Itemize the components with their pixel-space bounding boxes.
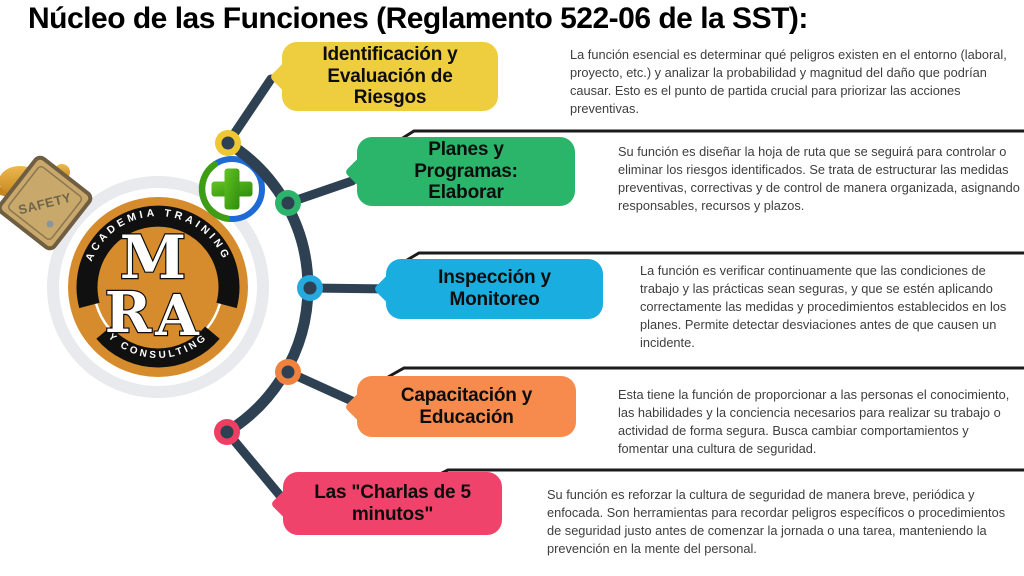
function-label-3: Inspección y Monitoreo [438, 267, 551, 310]
sign-nail [46, 220, 54, 228]
safety-badge: SAFETY [0, 155, 93, 251]
function-description-4: Esta tiene la función de proporcionar a … [618, 387, 1010, 456]
function-label-1: Identificación y Evaluación de Riesgos [322, 44, 458, 109]
plus-vertical-bar [224, 168, 240, 210]
function-label-5: Las "Charlas de 5 minutos" [314, 481, 471, 525]
safety-sign-inner-frame [7, 165, 83, 241]
node-core-1 [221, 136, 235, 150]
medical-plus-icon [198, 156, 265, 222]
timeline-node-4 [275, 359, 301, 385]
logo-letter-m: M [120, 223, 186, 293]
leader-line-4 [387, 366, 1024, 379]
function-bubble-3: Inspección y Monitoreo [373, 259, 603, 319]
logo-letter-r: R [105, 280, 152, 346]
function-description-5: Su función es reforzar la cultura de seg… [547, 487, 1006, 556]
logo-top-band [76, 205, 240, 309]
timeline-node-5 [214, 419, 240, 445]
timeline-node-3 [297, 275, 323, 301]
function-bubble-2: Planes y Programas: Elaborar [344, 137, 575, 206]
function-description-3: La función es verificar continuamente qu… [640, 263, 1007, 350]
mra-logo: ACADEMIA TRAINING Y CONSULTING M R A [47, 176, 269, 398]
node-core-3 [303, 281, 317, 295]
logo-letter-a: A [154, 283, 200, 349]
function-bubble-4: Capacitación y Educación [344, 376, 576, 437]
plus-green-arc [198, 161, 231, 222]
function-description-1: La función esencial es determinar qué pe… [570, 47, 1007, 116]
timeline-node-2 [275, 190, 301, 216]
node-core-2 [281, 196, 295, 210]
timeline-nodes [214, 130, 323, 445]
safety-sign-board [0, 155, 93, 251]
function-label-4: Capacitación y Educación [400, 384, 533, 428]
connector-5 [222, 427, 292, 509]
function-bubble-5: Las "Charlas de 5 minutos" [270, 472, 502, 535]
leader-line-5 [431, 468, 1024, 480]
logo-bottom-band [96, 326, 220, 368]
node-core-5 [220, 425, 234, 439]
function-bubble-1: Identificación y Evaluación de Riesgos [269, 42, 498, 111]
function-description-2: Su función es diseñar la hoja de ruta qu… [618, 144, 1020, 213]
function-label-2: Planes y Programas: Elaborar [414, 139, 518, 204]
page-title: Núcleo de las Funciones (Reglamento 522-… [28, 2, 808, 35]
timeline-node-1 [215, 130, 241, 156]
node-core-4 [281, 365, 295, 379]
